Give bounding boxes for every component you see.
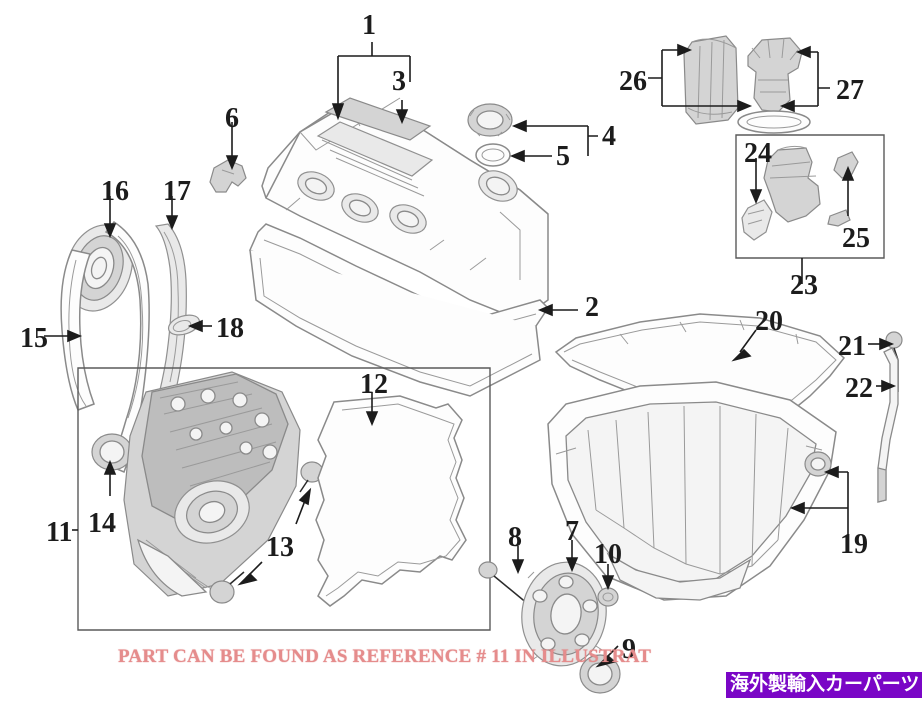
callout-7: 7 (565, 516, 579, 547)
callout-12: 12 (360, 369, 388, 400)
callout-8: 8 (508, 522, 522, 553)
callout-16: 16 (101, 176, 129, 207)
chain-tensioner (167, 314, 201, 336)
callout-13: 13 (266, 532, 294, 563)
callout-9: 9 (622, 634, 636, 665)
oil-filler-cap (467, 103, 513, 137)
callout-14: 14 (88, 508, 116, 539)
dipstick-tube (877, 347, 899, 503)
callout-5: 5 (556, 141, 570, 172)
oil-filter-cap (737, 37, 811, 134)
reference-notice-text: PART CAN BE FOUND AS REFERENCE # 11 IN I… (118, 646, 652, 667)
callout-25: 25 (842, 223, 870, 254)
callout-10: 10 (594, 539, 622, 570)
timing-chain (60, 221, 150, 473)
cover-bosses (170, 388, 278, 460)
oil-pan (547, 381, 837, 601)
japanese-watermark-badge: 海外製輸入カーパーツ (726, 672, 922, 698)
pulley-bolt (478, 561, 529, 605)
callout-17: 17 (163, 176, 191, 207)
callout-1: 1 (362, 10, 376, 41)
oil-filter-element (683, 35, 739, 125)
camshaft-sprocket (65, 224, 133, 312)
callout-20: 20 (755, 306, 783, 337)
valve-cover-assembly (261, 97, 549, 321)
oil-filter-housing (741, 145, 859, 241)
camshaft-position-sensor (209, 159, 247, 193)
timing-cover-gasket (315, 395, 467, 607)
pulley-washer (597, 587, 619, 607)
callout-4: 4 (602, 121, 616, 152)
callout-2: 2 (585, 292, 599, 323)
cover-plug (91, 433, 133, 471)
callout-26: 26 (619, 66, 647, 97)
callout-3: 3 (392, 66, 406, 97)
callout-11: 11 (46, 517, 73, 548)
timing-cover-box (77, 367, 491, 631)
callout-23: 23 (790, 270, 818, 301)
oil-drain-plug (804, 451, 832, 477)
callout-6: 6 (225, 103, 239, 134)
front-crankshaft-seal (579, 654, 621, 694)
timing-chain-cover (123, 371, 301, 597)
oil-filler-cap-seal (475, 143, 511, 167)
callout-24: 24 (744, 138, 772, 169)
callout-21: 21 (838, 331, 866, 362)
leader-lines (44, 42, 897, 668)
callout-19: 19 (840, 529, 868, 560)
cover-bolt-lower (209, 571, 245, 604)
callout-22: 22 (845, 373, 873, 404)
callout-18: 18 (216, 313, 244, 344)
callout-27: 27 (836, 75, 864, 106)
crankshaft-pulley (521, 561, 609, 667)
oil-filter-housing-box (735, 134, 885, 259)
callout-15: 15 (20, 323, 48, 354)
cover-bolt-upper (299, 461, 324, 493)
